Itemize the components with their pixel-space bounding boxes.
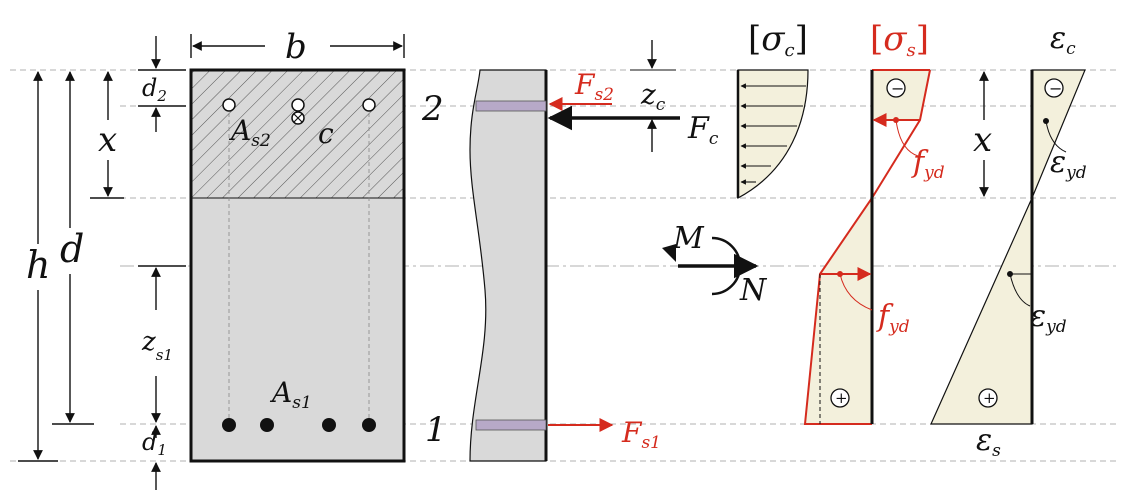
bottom-bar-side: [475, 419, 547, 431]
stress-arrows: [740, 83, 806, 185]
minus-sign-strain: [1044, 78, 1064, 98]
svg-text:−: −: [891, 79, 904, 98]
label-fyd-top: fyd: [911, 145, 945, 183]
label-zc: zc: [640, 78, 666, 115]
label-as1: As1: [269, 376, 312, 413]
svg-text:+: +: [835, 389, 848, 407]
steel-stress-bottom-fill: [805, 198, 872, 424]
label-as2: As2: [228, 114, 271, 151]
label-x-strain: x: [973, 120, 992, 160]
bottom-rebar: [222, 418, 236, 432]
label-d2: d2: [142, 74, 167, 105]
steel-stress-diagram: − + [σs] fyd fyd: [803, 19, 945, 425]
top-rebar: [222, 98, 236, 112]
label-x: x: [98, 120, 117, 160]
label-fc: Fc: [687, 111, 719, 149]
label-eps-c: εc: [1050, 21, 1076, 59]
label-c: c: [318, 117, 334, 150]
label-eps-yd-bottom: εyd: [1030, 299, 1067, 337]
stirrup-outline: [228, 106, 370, 424]
label-sigma-c: [σc]: [748, 19, 808, 61]
bottom-rebars: [222, 418, 376, 432]
compression-zone: [192, 71, 403, 198]
bottom-rebar: [362, 418, 376, 432]
label-h: h: [26, 243, 50, 287]
concrete-stress-block: [737, 69, 809, 200]
label-n: N: [739, 273, 768, 308]
strain-diagram: − + x εc εyd εyd εs: [930, 21, 1087, 461]
label-sigma-s: [σs]: [870, 19, 929, 61]
svg-text:+: +: [983, 389, 996, 407]
moment-arrowhead: [662, 244, 676, 262]
steel-stress-outline: [803, 69, 931, 425]
dimensions: [18, 34, 405, 490]
label-fs1: Fs1: [621, 416, 661, 453]
concrete-stress-diagram: [σc]: [736, 19, 809, 200]
top-rebars: [222, 98, 376, 125]
svg-text:−: −: [1049, 79, 1062, 98]
label-zs1: zs1: [141, 327, 173, 364]
label-fibre-2: 2: [421, 89, 444, 129]
plus-sign-strain: [978, 388, 998, 408]
side-view: 2 1 Fs2 Fc zc Fs1 M N: [421, 40, 768, 462]
top-rebar: [291, 98, 305, 112]
minus-sign-steel: [886, 78, 906, 98]
beam-side-body: [469, 69, 547, 462]
label-eps-s: εs: [976, 423, 1001, 461]
label-fs2: Fs2: [574, 68, 614, 105]
dimension-labels: b h d x d2 zs1 d1: [26, 27, 307, 459]
top-rebar: [362, 98, 376, 112]
bottom-rebar: [260, 418, 274, 432]
label-d: d: [60, 227, 84, 271]
label-eps-yd-top: εyd: [1050, 145, 1087, 183]
label-b: b: [285, 27, 307, 67]
label-d1: d1: [142, 428, 167, 459]
bottom-rebar: [322, 418, 336, 432]
cross-section: As2 c As1: [189, 68, 406, 463]
label-fyd-bottom: fyd: [876, 299, 910, 337]
plus-sign-steel: [830, 388, 850, 408]
strain-bottom-triangle: [930, 197, 1033, 425]
label-m: M: [672, 221, 705, 256]
label-fibre-1: 1: [425, 410, 447, 450]
top-bar-side: [475, 100, 547, 112]
